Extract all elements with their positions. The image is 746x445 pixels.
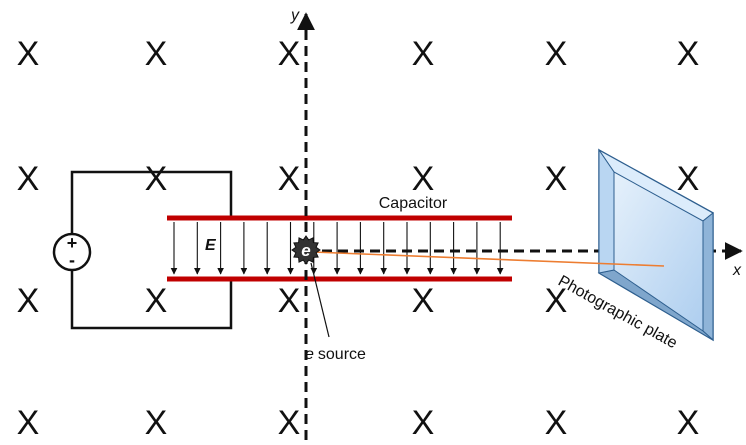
field-mark: X [412, 160, 435, 198]
field-mark: X [17, 160, 40, 198]
field-mark: X [145, 160, 168, 198]
electron-source: e [291, 235, 321, 265]
battery-plus-sign: + [67, 233, 78, 253]
source-label-text: source [318, 346, 366, 363]
field-mark: X [677, 160, 700, 198]
field-mark: X [278, 35, 301, 73]
field-mark: X [145, 282, 168, 320]
battery-symbol: + - [52, 232, 92, 272]
field-mark: X [278, 160, 301, 198]
source-label-symbol: e [305, 346, 314, 363]
field-mark: X [545, 282, 568, 320]
y-axis-label: y [290, 7, 300, 24]
electron-beam [312, 251, 665, 267]
electric-field-arrows [170, 222, 504, 275]
field-mark: X [278, 404, 301, 442]
field-mark: X [278, 282, 301, 320]
field-mark: X [545, 35, 568, 73]
field-mark: X [677, 35, 700, 73]
field-mark: X [545, 160, 568, 198]
field-mark: X [145, 35, 168, 73]
field-mark: X [17, 35, 40, 73]
field-mark: X [545, 404, 568, 442]
source-pointer-line [310, 262, 330, 338]
battery-minus-sign: - [69, 250, 75, 270]
field-mark: X [412, 404, 435, 442]
capacitor-label: Capacitor [379, 195, 448, 212]
field-mark: X [412, 35, 435, 73]
field-mark: X [17, 282, 40, 320]
x-axis-label: x [732, 262, 742, 279]
electron-symbol: e [301, 241, 310, 260]
photographic-plate [597, 148, 714, 342]
field-mark: X [412, 282, 435, 320]
field-mark: X [17, 404, 40, 442]
field-mark: X [677, 404, 700, 442]
magnetic-field-grid: XXXXXXXXXXXXXXXXXXXXXXXX [17, 35, 700, 442]
circuit-wire [70, 170, 233, 330]
field-mark: X [145, 404, 168, 442]
electric-field-label: E [205, 237, 217, 254]
